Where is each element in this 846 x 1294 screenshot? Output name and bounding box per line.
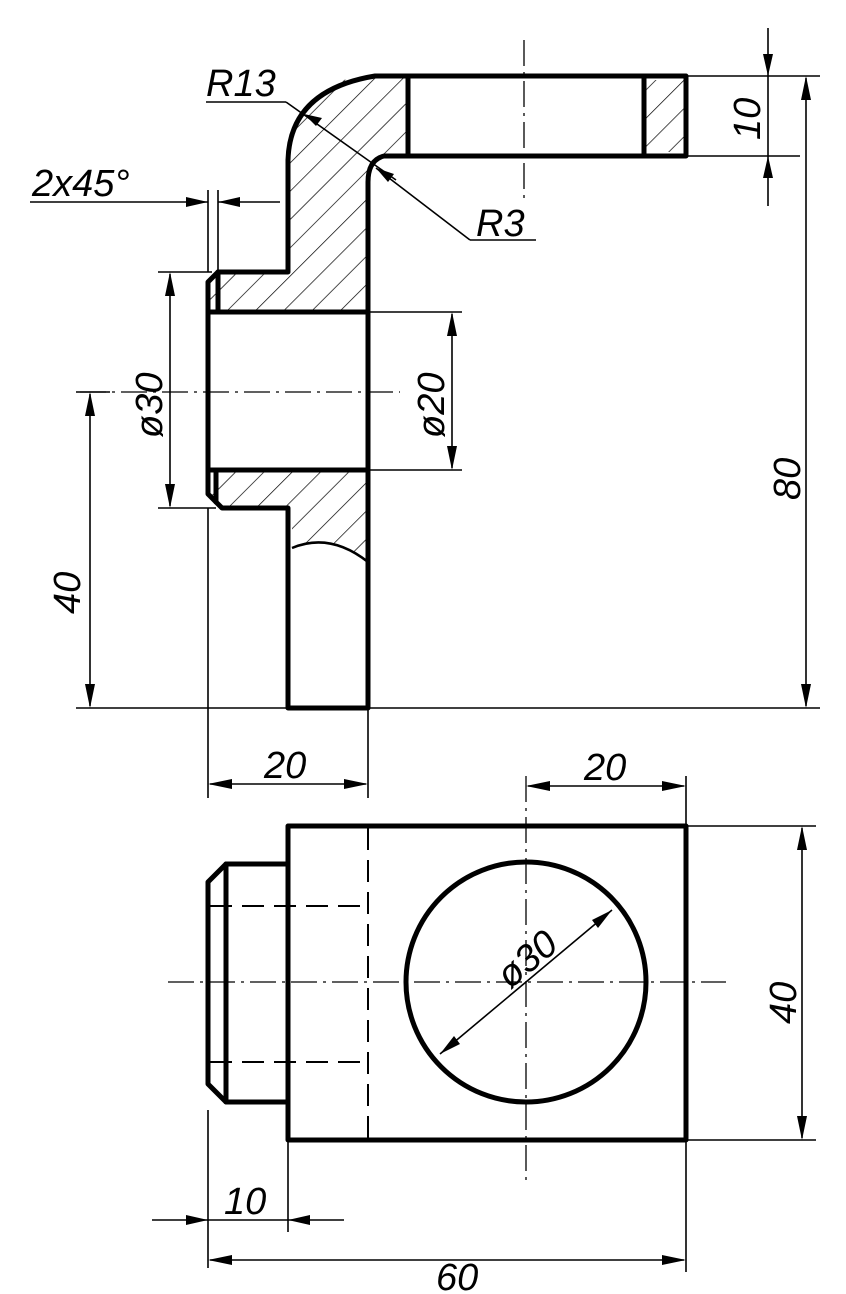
front-view: R13 R3 2x45° ø30 ø20 40 80 10 20 [30,28,820,798]
width-60-label: 60 [436,1257,478,1294]
top-view: ø30 20 40 10 60 [152,747,816,1294]
front-outline [205,73,689,711]
thickness-10-label: 10 [727,98,769,140]
diameter-30-front-label: ø30 [129,373,171,438]
section-hatching [208,76,686,562]
top-outline [205,823,689,1143]
front-dimensions [30,28,820,798]
height-40-label: 40 [47,572,89,614]
radius-13-label: R13 [206,63,276,105]
radius-3-label: R3 [476,203,525,245]
diameter-30-top-label: ø30 [489,923,566,997]
width-10-top-label: 10 [224,1181,266,1223]
height-80-label: 80 [767,458,809,500]
chamfer-label: 2x45° [31,163,130,205]
diameter-20-label: ø20 [411,373,453,438]
top-dimensions [152,776,816,1272]
width-20-top-label: 20 [583,747,626,789]
width-20-front-label: 20 [263,745,306,787]
hidden-lines [210,828,369,1138]
height-40-top-label: 40 [763,982,805,1024]
